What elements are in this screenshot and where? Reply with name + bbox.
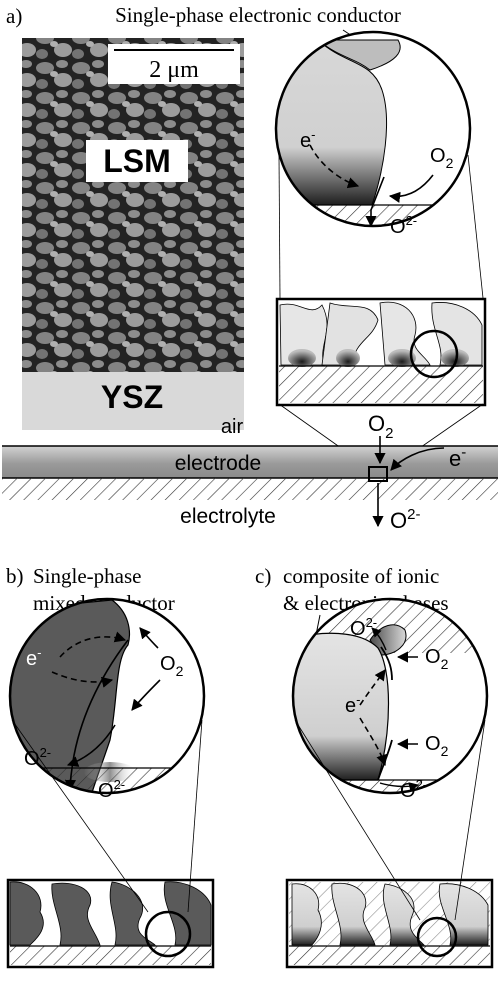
ysz-label: YSZ [101,379,163,415]
electronic-grain [276,39,387,206]
oxygen-label-b: O2 [160,653,184,679]
electrolyte-hatch-a [276,205,470,226]
oxygen-arrow-b-top [139,627,159,649]
panel-c-title-line1: composite of ionic [283,564,439,588]
sem-ysz-region [22,372,244,430]
panel-a: a) Single-phase electronic conductor 2 μ… [2,3,498,533]
electron-path-c-top [359,669,386,706]
microstructure-box-a-outline [275,297,487,407]
oxygen-arrow-b-bottom [131,679,161,711]
electron-path-b-bottom [51,671,114,688]
zoom-circle-a: e- O2 O2- [274,30,472,238]
oxide-label-c-top: O2- [350,615,377,640]
oxygen-label-c-top: O2 [425,646,449,672]
electron-label-c: e- [345,692,360,717]
electrode-label: electrode [175,452,261,475]
microstructure-box-a [275,297,487,407]
oxide-path-b-long [64,639,129,792]
oxide-label-c-bottom: O2- [400,777,427,802]
electron-arrow-layer [390,447,445,471]
air-label: air [221,416,244,438]
lsm-label: LSM [103,143,171,179]
scale-bar-label: 2 μm [149,57,199,83]
electron-label-b: e- [26,645,41,670]
electron-label-layer: e- [449,444,466,471]
electron-path-b-top [59,631,127,658]
oxide-path-b-short [66,724,116,767]
layer-schematic: air electrode electrolyte O2 e- O2- [2,411,498,533]
oxide-arrow-c-top [371,627,387,651]
electrolyte-layer [2,478,498,500]
microstructure-box-b [6,878,215,969]
panel-a-title: Single-phase electronic conductor [115,3,401,27]
panel-c-letter: c) [255,564,271,588]
oxygen-label-c-bottom: O2 [425,733,449,759]
zoom-circle-a-outline [274,30,472,228]
tpb-line-c-top [380,646,393,681]
zoom-circle-c-outline [291,597,489,795]
oxygen-arrow-a [388,174,434,203]
magnifier-ring-a [409,329,459,379]
zoom-circle-b-outline [8,597,206,795]
oxide-label-b-right: O2- [98,777,125,802]
panel-a-letter: a) [6,4,22,28]
zoom-circle-c: O2- O2 e- O2 O2- [291,597,489,802]
electron-label-a: e- [300,127,315,152]
zoom-marker [368,466,388,482]
oxide-label-a: O2- [390,213,417,238]
microstructure-box-b-outline [6,878,215,969]
microstructure-box-c-outline [285,878,494,969]
panel-b-letter: b) [6,564,24,588]
panel-b: b) Single-phase mixed conductor e- O2 O2… [6,564,215,969]
microstructure-box-c [285,878,494,969]
tpb-arrow-a [365,176,385,226]
zoom-circle-b: e- O2 O2- O2- [8,597,206,802]
panel-b-title-line1: Single-phase [33,564,141,588]
lsm-label-box [86,140,188,182]
oxygen-label-layer: O2 [368,411,393,442]
electron-path-a [309,144,360,189]
electrolyte-label: electrolyte [180,505,276,528]
sem-micrograph: 2 μm LSM YSZ [22,38,244,430]
electrolyte-hatch-c [293,780,487,793]
electronic-grain-top [316,39,401,71]
panel-c: c) composite of ionic & electronic phase… [255,564,494,969]
electronic-grain-c [293,632,390,781]
magnifier-ring-b [144,910,192,958]
electrode-layer [2,446,498,478]
electron-path-c-bottom [359,717,388,767]
oxygen-label-a: O2 [430,145,454,171]
oxide-label-layer: O2- [390,506,420,533]
oxide-arrow-c-bottom [379,782,419,792]
magnifier-ring-c [416,916,458,958]
